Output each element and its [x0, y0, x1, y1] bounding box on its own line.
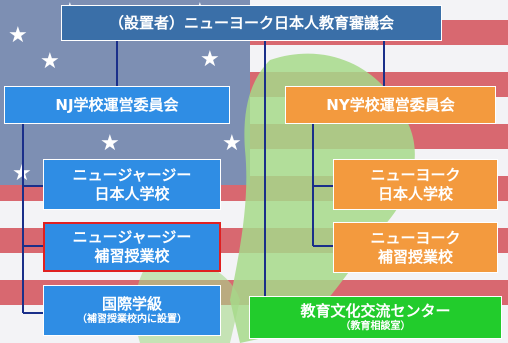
- svg-text:★: ★: [8, 23, 28, 48]
- land-map-shape: [230, 53, 415, 343]
- nj-supplementary-school-line1: ニュージャージー: [72, 228, 192, 247]
- ny-committee-label: NY学校運営委員会: [326, 95, 455, 114]
- root-council-label: （設置者）ニューヨーク日本人教育審議会: [108, 13, 394, 32]
- ny-japanese-school-line2: 日本人学校: [377, 184, 453, 203]
- ny-committee-box: NY学校運営委員会: [285, 86, 496, 124]
- root-council-box: （設置者）ニューヨーク日本人教育審議会: [61, 5, 442, 41]
- nj-japanese-school-line1: ニュージャージー: [72, 165, 192, 184]
- culture-center-line2: （教育相談室）: [340, 320, 411, 332]
- svg-text:★: ★: [200, 47, 220, 72]
- nj-japanese-school-box: ニュージャージー 日本人学校: [43, 159, 221, 210]
- culture-center-box: 教育文化交流センター （教育相談室）: [249, 296, 502, 339]
- nj-supplementary-school-line2: 補習授業校: [94, 247, 170, 265]
- nj-committee-label: NJ学校運営委員会: [55, 95, 179, 114]
- international-class-line1: 国際学級: [101, 294, 162, 313]
- ny-supplementary-school-line2: 補習授業校: [377, 247, 453, 266]
- nj-committee-box: NJ学校運営委員会: [4, 86, 230, 124]
- nj-supplementary-school-box: ニュージャージー 補習授業校: [43, 222, 221, 272]
- ny-japanese-school-box: ニューヨーク 日本人学校: [333, 159, 498, 210]
- ny-supplementary-school-line1: ニューヨーク: [370, 228, 461, 247]
- culture-center-line1: 教育文化交流センター: [300, 301, 451, 320]
- svg-text:★: ★: [100, 131, 120, 156]
- ny-japanese-school-line1: ニューヨーク: [370, 165, 461, 184]
- svg-text:★: ★: [222, 131, 242, 156]
- international-class-line2: （補習授業校内に設置）: [77, 313, 187, 325]
- international-class-box: 国際学級 （補習授業校内に設置）: [43, 285, 221, 336]
- svg-text:★: ★: [40, 49, 60, 74]
- nj-japanese-school-line2: 日本人学校: [94, 184, 170, 203]
- svg-text:★: ★: [12, 161, 32, 186]
- ny-supplementary-school-box: ニューヨーク 補習授業校: [333, 222, 498, 273]
